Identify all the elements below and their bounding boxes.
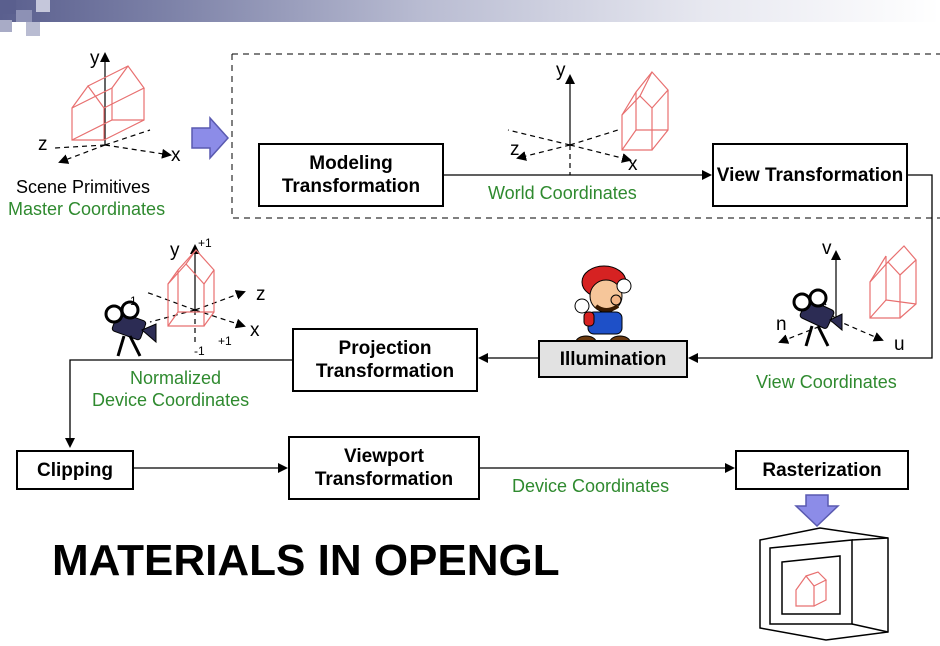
viewport-transformation-box: Viewport Transformation <box>288 436 480 500</box>
clipping-box: Clipping <box>16 450 134 490</box>
ndc-y-plus-one-label: +1 <box>198 236 212 250</box>
header-gradient-bar <box>0 0 940 22</box>
view-v-axis-label: v <box>822 238 832 259</box>
view-house <box>869 245 917 319</box>
ndc-house <box>167 249 215 327</box>
monitor-icon <box>759 527 889 641</box>
scene-primitives-label: Scene Primitives <box>16 177 151 197</box>
modeling-transformation-box: Modeling Transformation <box>258 143 444 207</box>
scene-x-axis-label: x <box>171 145 181 166</box>
ndc-z-axis-label: z <box>256 284 266 305</box>
scene-y-axis-label: y <box>90 48 100 69</box>
clipping-label: Clipping <box>37 459 113 481</box>
device-coordinates-label: Device Coordinates <box>512 476 670 496</box>
header-square <box>0 0 16 14</box>
scene-axes <box>54 52 172 164</box>
header-square <box>0 20 12 32</box>
world-y-axis-label: y <box>556 60 566 81</box>
view-transformation-box: View Transformation <box>712 143 908 207</box>
world-house <box>621 70 669 151</box>
ndc-axes <box>145 244 246 346</box>
normalized-label: Normalized <box>130 368 222 388</box>
ndc-x-plus-one-label: +1 <box>218 334 232 348</box>
scene-house <box>71 65 145 141</box>
view-camera-icon <box>792 288 843 347</box>
output-arrow <box>794 494 840 528</box>
ndc-minus-one-bottom-label: -1 <box>194 344 205 358</box>
view-n-axis-label: n <box>776 314 787 335</box>
illumination-label: Illumination <box>559 348 667 370</box>
normalized-device-coordinates-label: Device Coordinates <box>92 390 250 410</box>
rasterization-box: Rasterization <box>735 450 909 490</box>
scene-z-axis-label: z <box>38 134 48 155</box>
rasterization-label: Rasterization <box>762 459 882 481</box>
view-transformation-label: View Transformation <box>716 164 904 186</box>
illumination-box: Illumination <box>538 340 688 378</box>
ndc-y-axis-label: y <box>170 240 180 261</box>
master-coordinates-label: Master Coordinates <box>8 199 166 219</box>
ndc-minus-one-left-label: -1 <box>126 294 137 308</box>
world-z-axis-label: z <box>510 139 520 160</box>
world-x-axis-label: x <box>628 154 638 175</box>
world-axes <box>507 74 632 175</box>
projection-to-clipping-connector <box>65 359 292 448</box>
world-coordinates-label: World Coordinates <box>488 183 637 203</box>
monitor-house <box>795 571 828 607</box>
projection-transformation-label: Projection Transformation <box>315 338 455 382</box>
view-to-illumination-connector <box>688 174 933 363</box>
header-square <box>26 22 40 36</box>
pipeline-entry-arrow <box>191 116 230 160</box>
mario-character <box>574 265 632 349</box>
ndc-x-axis-label: x <box>250 320 260 341</box>
ndc-camera-icon <box>104 300 157 357</box>
view-u-axis-label: u <box>894 334 905 355</box>
modeling-transformation-label: Modeling Transformation <box>281 153 421 197</box>
projection-transformation-box: Projection Transformation <box>292 328 478 392</box>
header-square <box>16 10 32 22</box>
header-square <box>36 0 50 12</box>
view-coordinates-label: View Coordinates <box>756 372 897 392</box>
viewport-transformation-label: Viewport Transformation <box>314 446 454 490</box>
slide-title: MATERIALS IN OPENGL <box>52 536 560 585</box>
